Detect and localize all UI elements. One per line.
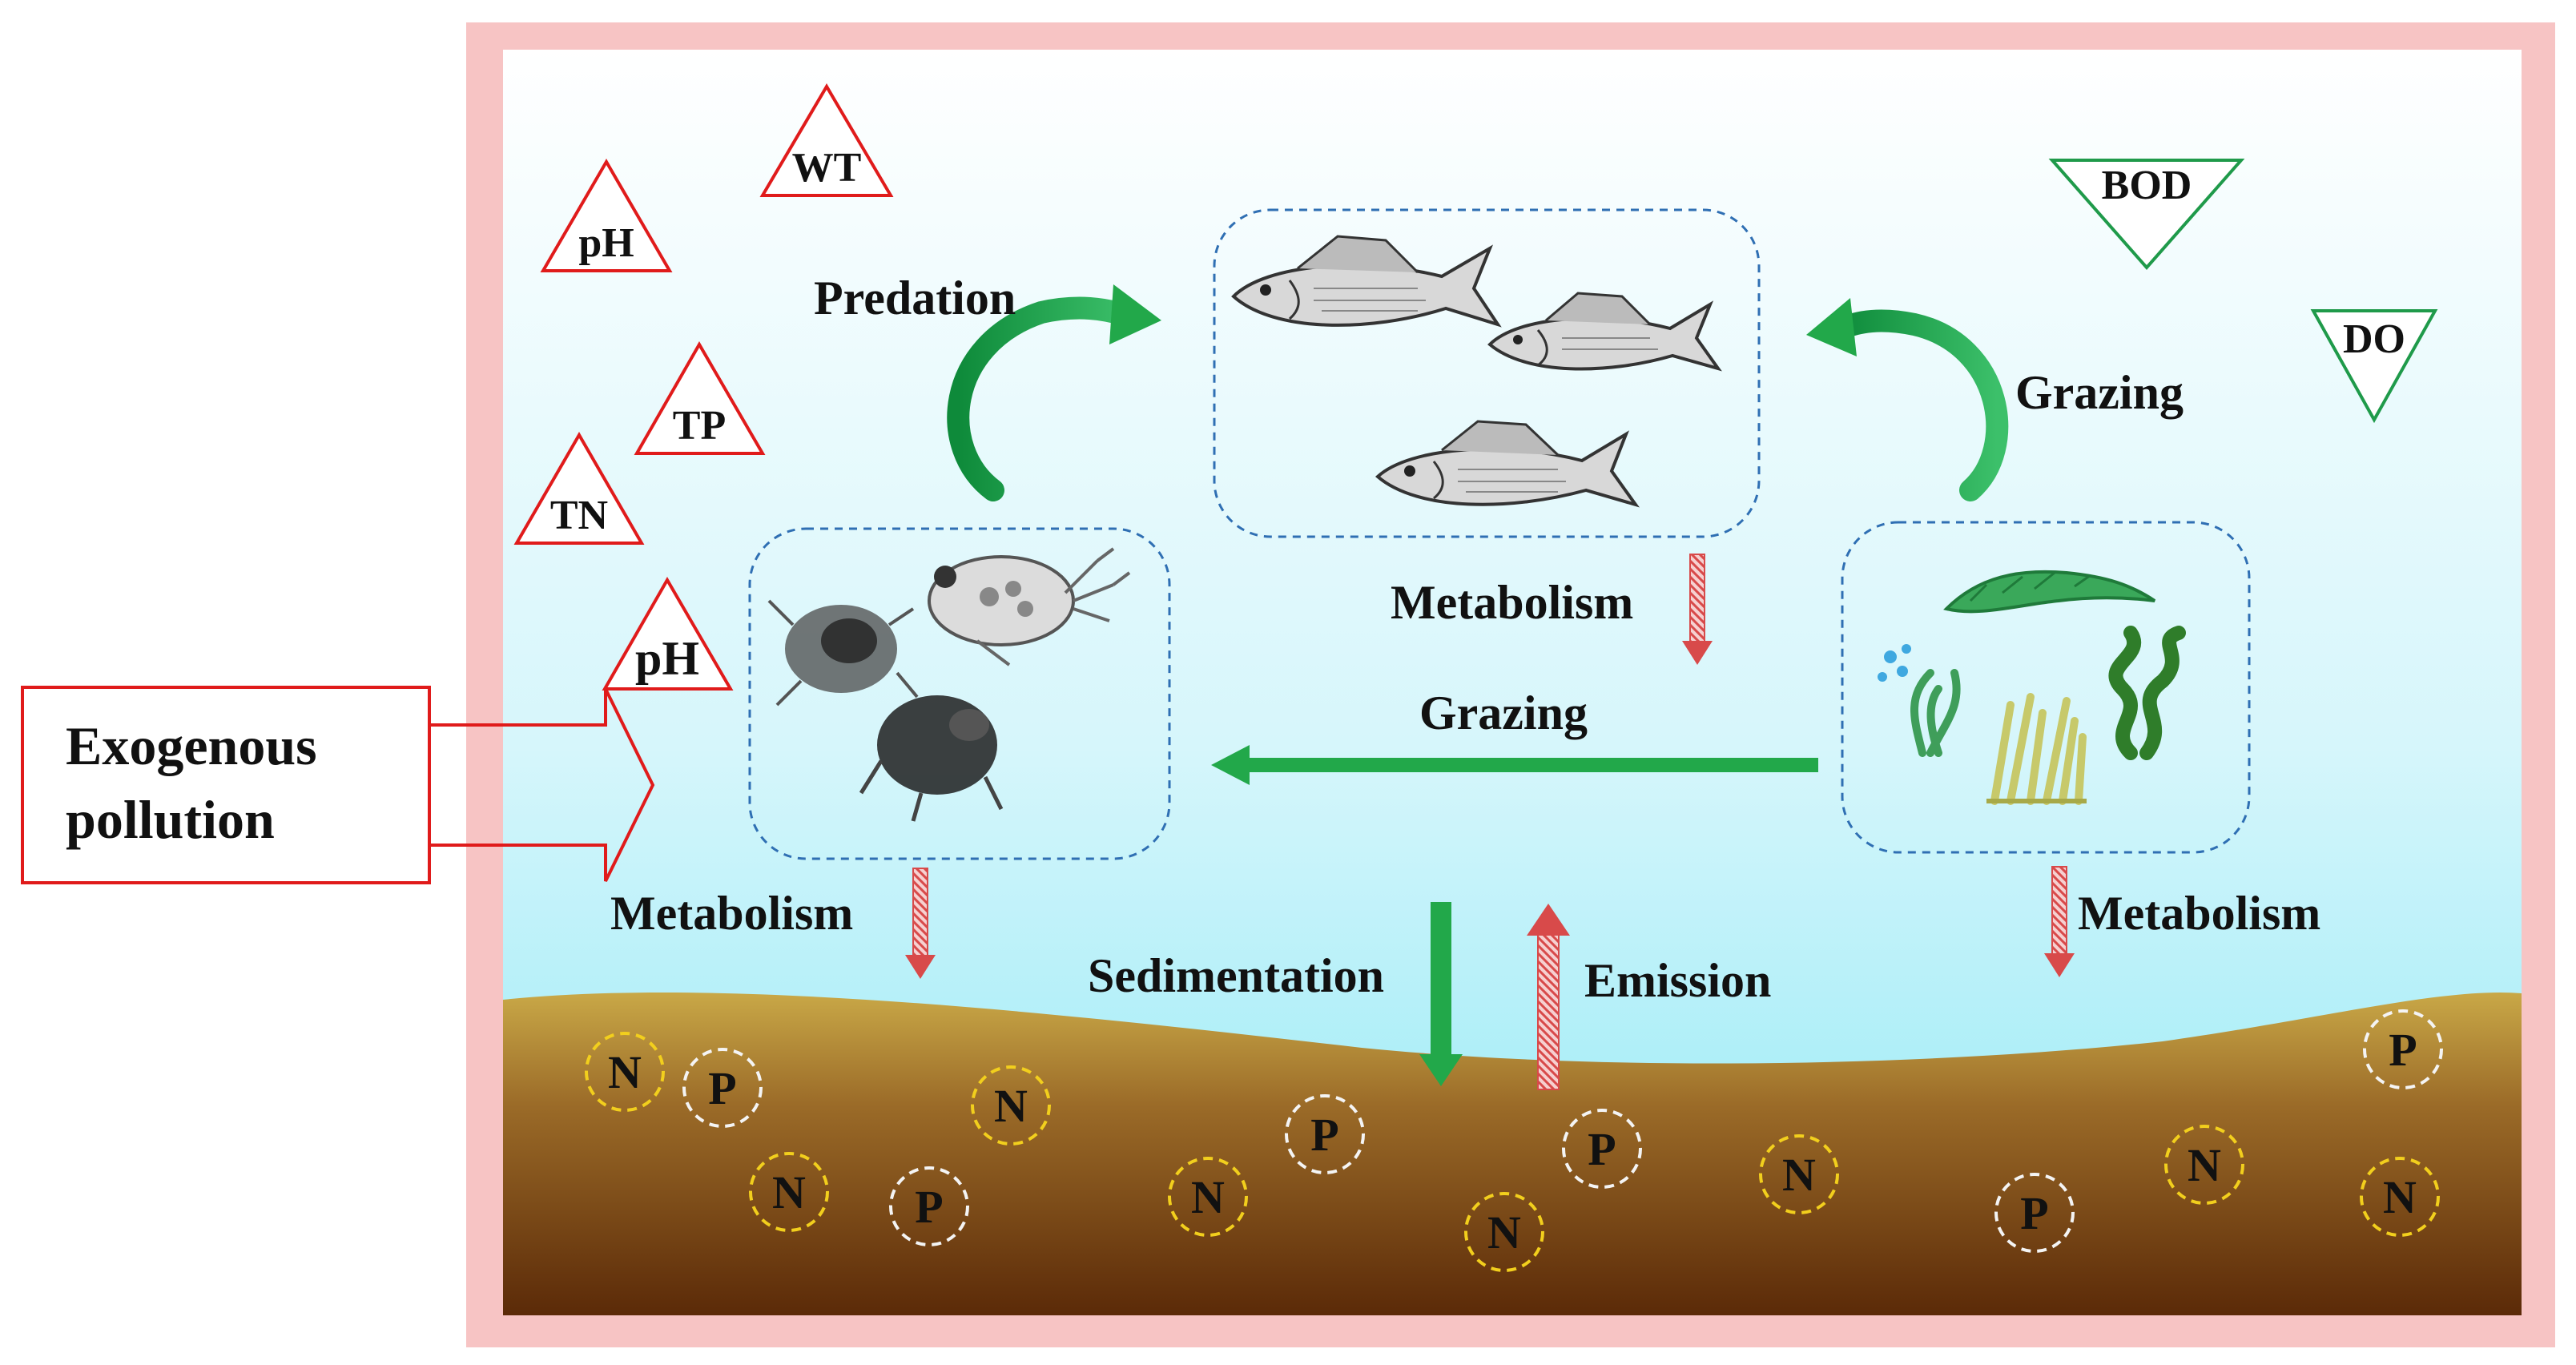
fish-2-icon	[1487, 292, 1722, 372]
nutrient-label: P	[708, 1062, 736, 1114]
predation-label: Predation	[814, 272, 1016, 324]
phosphorus-particle: P	[889, 1166, 969, 1246]
indicator-ph-1-triangle	[540, 159, 673, 272]
fish-1-icon	[1231, 235, 1502, 328]
fish-box	[1213, 208, 1761, 538]
metabolism-zoo-label: Metabolism	[610, 887, 853, 940]
nutrient-label: P	[1310, 1109, 1338, 1161]
indicator-ph-1-label: pH	[578, 220, 634, 266]
nutrient-label: N	[2188, 1139, 2221, 1191]
nutrient-label: P	[2389, 1024, 2417, 1076]
plants-box	[1841, 521, 2251, 854]
nitrogen-particle: N	[2360, 1157, 2440, 1237]
nutrient-label: N	[1487, 1206, 1521, 1258]
sedimentation-label: Sedimentation	[1088, 949, 1384, 1002]
nitrogen-particle: N	[1168, 1157, 1248, 1237]
indicator-do-label: DO	[2343, 316, 2405, 362]
sedimentation-arrow	[1419, 902, 1463, 1086]
zooplankton-box	[748, 527, 1171, 860]
nutrient-label: N	[1191, 1171, 1225, 1223]
indicator-bod-label: BOD	[2102, 163, 2192, 208]
nitrogen-particle: N	[1464, 1192, 1544, 1272]
indicator-ph-2-label: pH	[635, 632, 699, 685]
kelp-icon	[2108, 626, 2186, 760]
emission-label: Emission	[1584, 954, 1771, 1007]
metabolism-plants-arrow	[2044, 866, 2075, 977]
nutrient-label: N	[994, 1080, 1028, 1132]
exogenous-label-line2: pollution	[66, 789, 275, 850]
exogenous-label-line1: Exogenous	[66, 715, 317, 776]
metabolism-fish-label: Metabolism	[1391, 576, 1633, 629]
phosphorus-particle: P	[682, 1048, 763, 1128]
indicator-ph-2-triangle	[602, 576, 734, 691]
metabolism-zoo-arrow	[905, 868, 936, 979]
bubble-weed-icon	[1878, 644, 1961, 757]
indicator-tp-triangle	[634, 340, 766, 455]
exogenous-pollution-box	[21, 686, 431, 884]
nutrient-label: P	[2020, 1187, 2048, 1239]
nitrogen-particle: N	[2164, 1125, 2244, 1205]
indicator-bod-triangle	[2048, 159, 2245, 271]
emission-arrow	[1527, 904, 1570, 1090]
indicator-wt-triangle	[759, 83, 894, 197]
indicator-do-triangle	[2310, 309, 2438, 424]
seagrass-icon	[1986, 693, 2087, 805]
phosphorus-particle: P	[1994, 1173, 2075, 1253]
nutrient-label: N	[608, 1046, 642, 1098]
metabolism-fish-arrow	[1682, 554, 1713, 665]
nitrogen-particle: N	[749, 1152, 829, 1232]
zooplankton-1-icon	[767, 599, 919, 707]
grazing-horizontal-arrow	[1211, 745, 1818, 785]
indicator-tn-triangle	[513, 432, 645, 545]
nutrient-label: N	[2383, 1171, 2417, 1223]
phosphorus-particle: P	[1562, 1109, 1642, 1189]
nutrient-label: N	[1782, 1149, 1816, 1201]
phosphorus-particle: P	[1285, 1094, 1365, 1174]
nutrient-label: P	[1588, 1123, 1616, 1175]
grazing-curve-arrow	[1806, 298, 2009, 501]
zooplankton-2-icon	[859, 695, 1004, 822]
indicator-tp-label: TP	[673, 403, 726, 449]
exogenous-arrow	[429, 688, 655, 882]
fish-3-icon	[1375, 420, 1640, 508]
grazing-top-label: Grazing	[2015, 366, 2184, 419]
phosphorus-particle: P	[2363, 1009, 2443, 1089]
nitrogen-particle: N	[1759, 1134, 1839, 1214]
metabolism-plants-label: Metabolism	[2078, 887, 2320, 940]
nutrient-label: P	[915, 1181, 943, 1233]
predation-arrow	[947, 284, 1161, 501]
indicator-wt-label: WT	[792, 145, 862, 191]
indicator-tn-label: TN	[550, 493, 608, 538]
seaweed-top-icon	[1943, 570, 2156, 614]
nutrient-label: N	[772, 1166, 806, 1218]
grazing-mid-label: Grazing	[1419, 687, 1588, 739]
sediment-layer	[503, 992, 2522, 1315]
nitrogen-particle: N	[585, 1032, 665, 1112]
daphnia-icon	[928, 547, 1131, 666]
nitrogen-particle: N	[971, 1065, 1051, 1146]
